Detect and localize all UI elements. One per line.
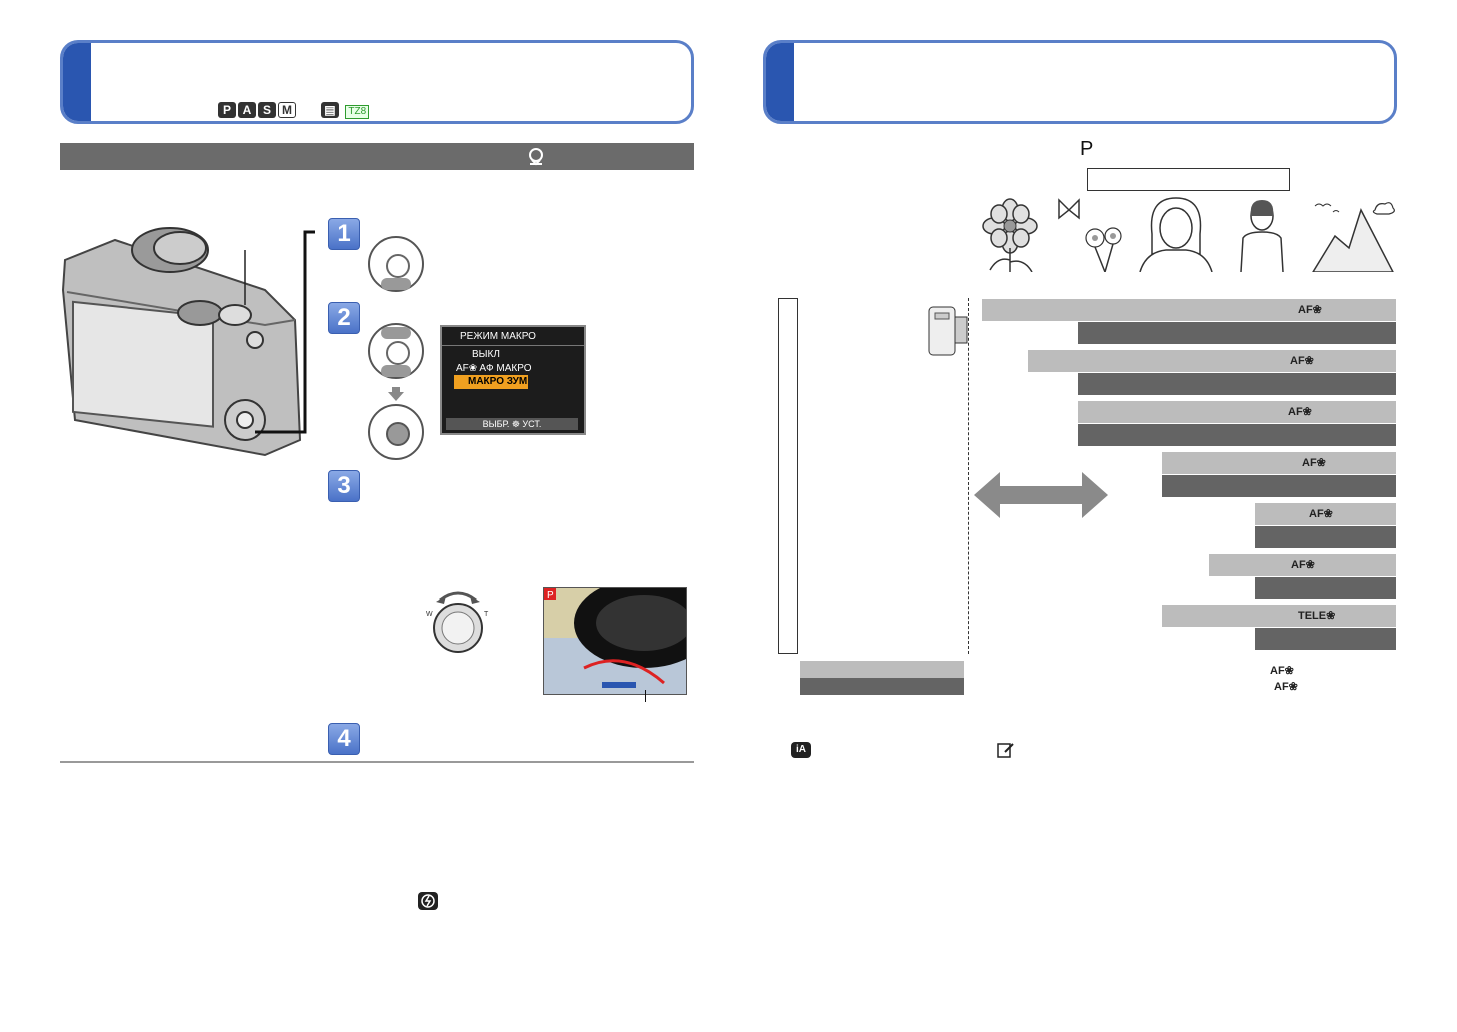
mode-letter-p: P	[1080, 138, 1094, 160]
right-title-box	[763, 40, 1397, 124]
legend-af-symbol-2: AF❀	[1274, 681, 1298, 693]
lens-dashed-line	[968, 298, 969, 654]
svg-text:W: W	[426, 611, 433, 618]
model-badge: TZ8	[345, 105, 370, 119]
af-macro-symbol: AF❀	[1309, 508, 1333, 520]
lcd-macro-menu: РЕЖИМ МАКРО ВЫКЛ AF❀ AФ МАКРО МАКРО ЗУМ …	[440, 325, 586, 435]
cursor-pad-updown[interactable]	[368, 323, 424, 379]
zoom-lever-illustration: W T	[418, 588, 498, 658]
af-macro-symbol: AF❀	[1290, 355, 1314, 367]
range-row-5-dark	[1255, 526, 1396, 548]
butterfly-flowers-illustration	[1055, 196, 1130, 273]
range-label-box	[1087, 168, 1290, 191]
woman-waist-illustration	[1235, 198, 1290, 273]
ia-mode-icon: iA	[791, 742, 811, 758]
movie-icon: ▤	[320, 102, 339, 118]
cursor-pad-set[interactable]	[368, 404, 424, 460]
section-band	[60, 143, 694, 170]
range-row-7-dark	[1255, 628, 1396, 650]
camera-illustration	[55, 220, 330, 470]
zoom-range-double-arrow	[974, 472, 1108, 518]
macro-preview-screen: P	[543, 587, 687, 695]
range-row-6-dark	[1255, 577, 1396, 599]
af-macro-symbol: AF❀	[1291, 559, 1315, 571]
memo-icon	[997, 742, 1015, 758]
range-row-3-dark	[1078, 424, 1396, 446]
range-bracket	[778, 298, 798, 654]
cursor-pad-down[interactable]	[368, 236, 424, 292]
range-row-4-light: AF❀	[1162, 452, 1396, 474]
mode-a-icon: A	[238, 102, 256, 118]
title-tab-accent	[63, 43, 91, 121]
camera-side-icon	[925, 305, 970, 357]
left-rule	[60, 761, 694, 763]
af-macro-symbol: AF❀	[1302, 457, 1326, 469]
range-row-4-dark	[1162, 475, 1396, 497]
range-row-5-light: AF❀	[1255, 503, 1396, 525]
mode-m-icon: M	[278, 102, 296, 118]
step-3-badge: 3	[328, 470, 360, 502]
lcd-menu-item-macro-zoom[interactable]: МАКРО ЗУМ	[454, 375, 528, 389]
step-1-badge: 1	[328, 218, 360, 250]
legend-light-swatch	[800, 661, 964, 678]
range-row-1-dark	[1078, 322, 1396, 344]
flower-illustration	[980, 198, 1040, 273]
lcd-menu-item-af-macro[interactable]: AF❀ AФ МАКРО	[456, 363, 532, 374]
down-arrow-icon	[388, 387, 404, 401]
preview-callout-line	[645, 690, 646, 702]
mode-p-icon: P	[218, 102, 236, 118]
flash-off-icon	[418, 892, 438, 910]
legend-af-symbol-1: AF❀	[1270, 665, 1294, 677]
range-row-1-light: AF❀	[982, 299, 1396, 321]
mountain-illustration	[1305, 196, 1397, 273]
range-row-7-light: TELE❀	[1162, 605, 1396, 627]
macro-zoom-icon	[526, 147, 546, 167]
range-row-2-light: AF❀	[1028, 350, 1396, 372]
legend-dark-swatch	[800, 678, 964, 695]
tele-macro-symbol: TELE❀	[1298, 610, 1336, 622]
woman-closeup-illustration	[1138, 194, 1214, 273]
step-2-badge: 2	[328, 302, 360, 334]
title-tab-accent-right	[766, 43, 794, 121]
lcd-menu-item-off[interactable]: ВЫКЛ	[472, 349, 500, 360]
lcd-menu-header-line	[442, 345, 584, 346]
af-macro-symbol: AF❀	[1288, 406, 1312, 418]
lcd-menu-footer: ВЫБР. ☸ УСТ.	[446, 418, 578, 430]
svg-text:P: P	[547, 590, 554, 601]
range-row-6-light: AF❀	[1209, 554, 1396, 576]
svg-text:T: T	[484, 611, 489, 618]
mode-s-icon: S	[258, 102, 276, 118]
range-row-3-light: AF❀	[1078, 401, 1396, 423]
step-4-badge: 4	[328, 723, 360, 755]
af-macro-symbol: AF❀	[1298, 304, 1322, 316]
lcd-menu-title: РЕЖИМ МАКРО	[460, 331, 536, 342]
range-row-2-dark	[1078, 373, 1396, 395]
